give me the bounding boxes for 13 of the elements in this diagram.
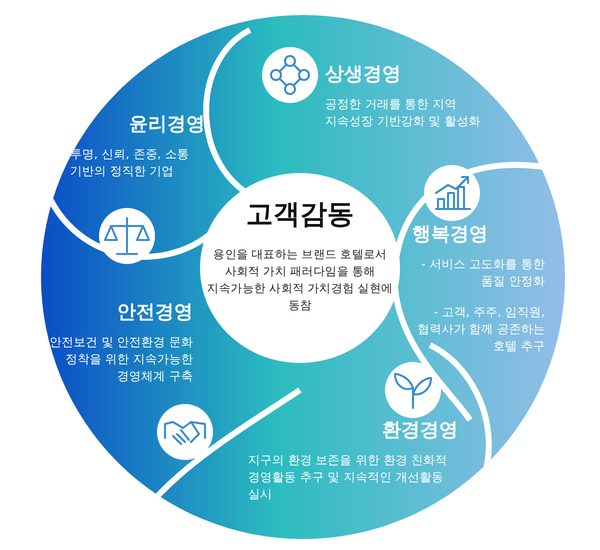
segment-description: 공정한 거래를 통한 지역 지속성장 기반강화 및 활성화 (325, 96, 482, 130)
segment-description: 투명, 신뢰, 존중, 소통 기반의 정직한 기업 (70, 146, 190, 180)
segment-description: 안전보건 및 안전환경 문화 정착을 위한 지속가능한 경영체계 구축 (48, 334, 193, 385)
segment-heading: 행복경영 (412, 222, 489, 246)
segment-description: - 고객, 주주, 임직원, 협력사가 함께 공존하는 호텔 추구 (416, 304, 545, 355)
center-description: 용인을 대표하는 브랜드 호텔로서 사회적 가치 패러다임을 통해 지속가능한 사회적 가치경험 실현에 동참 (206, 246, 394, 314)
segment-heading: 상생경영 (325, 62, 402, 86)
segment-description: 지구의 환경 보존을 위한 환경 친화적 경영활동 추구 및 지속적인 개선활동 실시 (248, 452, 448, 503)
segment-heading: 윤리경영 (128, 112, 205, 136)
center-heading: 고객감동 (245, 198, 355, 232)
segment-description: - 서비스 고도화를 통한 품질 안정화 (420, 256, 545, 290)
segment-heading: 환경경영 (381, 418, 458, 442)
segment-heading: 안전경영 (116, 300, 193, 324)
